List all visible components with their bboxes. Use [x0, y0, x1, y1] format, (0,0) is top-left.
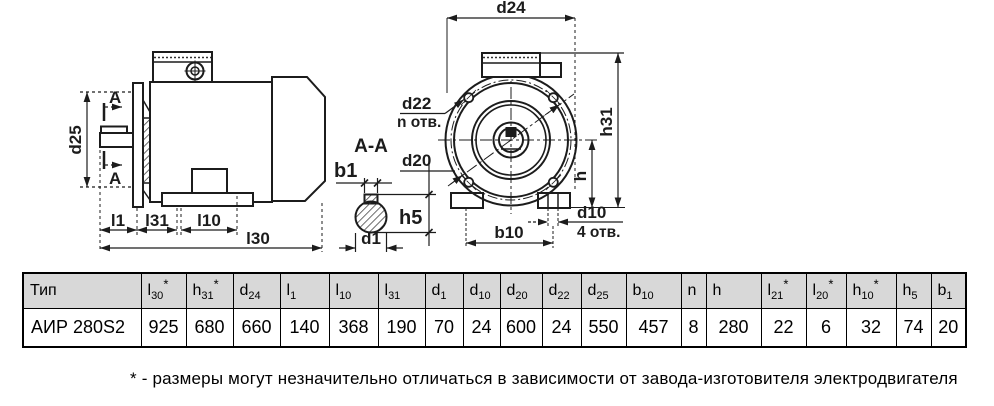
column-header-l21: l21*	[760, 272, 807, 309]
dimension-value-cell: 70	[424, 308, 464, 348]
dimension-value-cell: 660	[232, 308, 281, 348]
dimension-value-cell: 140	[279, 308, 330, 348]
column-header-d22: d22	[541, 272, 582, 309]
column-header-d1: d1	[424, 272, 464, 309]
column-header-d10: d10	[462, 272, 501, 309]
dimension-value-cell: 24	[541, 308, 582, 348]
eye-bolt-icon	[184, 60, 206, 82]
front-foot-left	[450, 192, 484, 209]
flange-plate	[132, 82, 144, 208]
dim-label-l1: l1	[111, 211, 125, 230]
section-title: А-А	[354, 136, 388, 157]
column-header-h10: h10*	[845, 272, 897, 309]
column-header-n: n	[680, 272, 707, 309]
dim-label-b1: b1	[334, 160, 357, 182]
column-header-d20: d20	[499, 272, 543, 309]
column-header-b1: b1	[930, 272, 967, 309]
terminal-box-front	[481, 52, 541, 78]
front-view-dimensions: d24 d22 n отв. d20 h31 h d10 4 отв. b10	[397, 0, 624, 248]
label-four-holes: 4 отв.	[577, 224, 620, 241]
dim-label-h: h	[571, 171, 590, 181]
column-header-l30: l30*	[140, 272, 187, 309]
motor-type-cell: АИР 280S2	[22, 308, 142, 348]
front-foot-right	[537, 192, 571, 209]
terminal-box-side-lug	[539, 62, 562, 78]
dimension-value-cell: 22	[760, 308, 807, 348]
fan-cover	[271, 76, 326, 202]
footnote: * - размеры могут незначительно отличать…	[130, 369, 958, 388]
column-header-тип: Тип	[22, 272, 142, 309]
dimension-value-cell: 925	[140, 308, 187, 348]
dimension-value-cell: 8	[680, 308, 707, 348]
dimension-value-cell: 20	[930, 308, 967, 348]
column-header-b10: b10	[625, 272, 682, 309]
dim-label-l10: l10	[197, 211, 221, 230]
dim-label-d22: d22	[402, 94, 431, 113]
side-view-dimensions: d25 А А l1 l31 l10 l30	[66, 88, 323, 252]
dimension-value-cell: 600	[499, 308, 543, 348]
dim-label-d1: d1	[361, 229, 381, 248]
dimension-value-cell: 368	[328, 308, 379, 348]
dimension-value-cell: 6	[805, 308, 847, 348]
dimension-value-cell: 550	[580, 308, 627, 348]
dimension-value-cell: 32	[845, 308, 897, 348]
label-n-holes: n отв.	[397, 114, 441, 131]
dimension-value-cell: 457	[625, 308, 682, 348]
dimension-value-cell: 74	[895, 308, 932, 348]
column-header-h: h	[705, 272, 762, 309]
motor-dimension-drawing: d25 А А l1 l31 l10 l30 А-А b	[66, 0, 625, 252]
dim-label-l31: l31	[145, 211, 169, 230]
column-header-l31: l31	[377, 272, 426, 309]
dim-label-d24: d24	[496, 0, 526, 17]
dimension-value-cell: 24	[462, 308, 501, 348]
dim-label-b10: b10	[494, 223, 523, 242]
front-view	[438, 52, 625, 214]
dim-label-h31: h31	[597, 107, 616, 136]
shaft-section	[354, 200, 388, 234]
dim-label-d10: d10	[577, 203, 606, 222]
section-mark-a-top: А	[109, 88, 121, 107]
column-header-d25: d25	[580, 272, 627, 309]
dimension-value-cell: 280	[705, 308, 762, 348]
column-header-l20: l20*	[805, 272, 847, 309]
column-header-h31: h31*	[185, 272, 234, 309]
column-header-l1: l1	[279, 272, 330, 309]
side-view	[99, 51, 326, 208]
dim-label-d25: d25	[66, 125, 85, 154]
column-header-h5: h5	[895, 272, 932, 309]
section-mark-a-bottom: А	[109, 169, 121, 188]
shaft	[99, 132, 134, 148]
dim-label-d20: d20	[402, 151, 431, 170]
foot-pad	[191, 168, 228, 194]
dimension-value-cell: 680	[185, 308, 234, 348]
column-header-d24: d24	[232, 272, 281, 309]
shaft-key	[100, 125, 128, 134]
section-view-a-a: А-А b1 h5 d1	[334, 136, 436, 252]
dimension-value-cell: 190	[377, 308, 426, 348]
dim-label-l30: l30	[246, 229, 270, 248]
column-header-l10: l10	[328, 272, 379, 309]
foot-plate	[161, 192, 254, 207]
dim-label-h5: h5	[399, 207, 422, 229]
flange-boss	[142, 117, 151, 184]
